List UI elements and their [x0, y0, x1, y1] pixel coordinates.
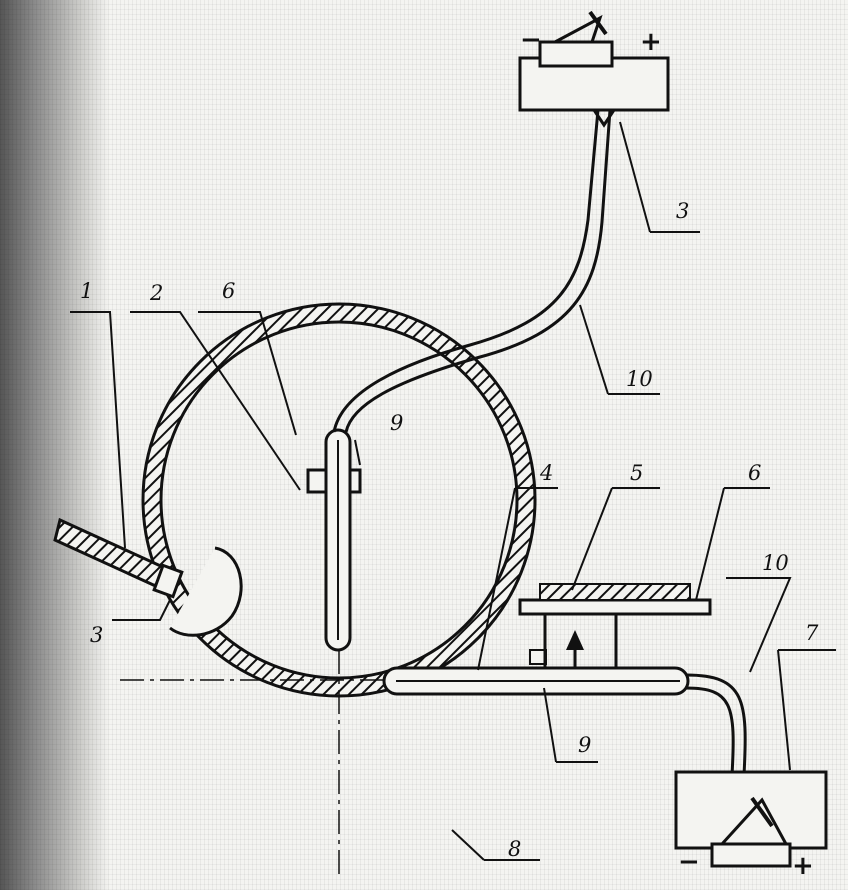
leader-lines [70, 121, 836, 861]
label-3-top: 3 [676, 199, 689, 223]
label-6-top: 6 [222, 279, 235, 303]
measuring-scale [518, 583, 712, 668]
label-7: 7 [805, 621, 819, 645]
bottom-minus-sign: − [678, 847, 700, 877]
label-10-upper: 10 [626, 367, 653, 391]
horizontal-probe [382, 649, 690, 696]
vertical-probe [306, 428, 362, 652]
bottom-instrument-box [674, 770, 828, 868]
weld-deposit [169, 546, 243, 637]
label-6-right: 6 [748, 461, 761, 485]
bottom-plus-sign: + [792, 851, 814, 881]
label-9-lower: 9 [578, 733, 591, 757]
lower-cable [685, 673, 747, 776]
pipe-wall [141, 302, 537, 698]
top-instrument-box [518, 10, 670, 128]
label-10-lower: 10 [762, 551, 789, 575]
label-8: 8 [508, 837, 521, 861]
polarity-signs: − + − + [520, 25, 814, 881]
label-4: 4 [539, 461, 553, 485]
left-probe [53, 517, 184, 599]
label-2: 2 [149, 281, 163, 305]
label-5: 5 [630, 461, 643, 485]
upper-cable [332, 109, 612, 433]
part-labels: 1 2 6 3 10 9 4 5 6 10 7 3 9 8 [80, 199, 819, 861]
label-9-upper: 9 [390, 411, 403, 435]
top-plus-sign: + [640, 27, 662, 57]
label-1: 1 [80, 279, 93, 303]
page-edge-shadow [0, 0, 110, 890]
top-minus-sign: − [520, 25, 542, 55]
label-3-left: 3 [90, 623, 103, 647]
